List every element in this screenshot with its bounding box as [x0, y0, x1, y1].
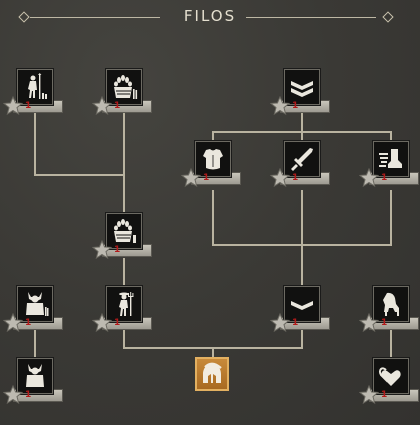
farmer-pitchfork-icon	[119, 292, 134, 316]
star-icon	[92, 313, 112, 333]
icon-frame	[195, 141, 231, 177]
icon-frame	[373, 286, 409, 322]
skill-level: 1	[25, 390, 32, 400]
skill-level: 1	[25, 318, 32, 328]
skill-level: 1	[114, 318, 121, 328]
star-icon	[3, 96, 23, 116]
skill-node-armored-soldier[interactable]: 1	[3, 286, 65, 346]
star-icon	[270, 96, 290, 116]
skill-level: 1	[292, 173, 299, 183]
icon-frame	[284, 69, 320, 105]
skill-node-sword[interactable]: 1	[270, 141, 332, 201]
skill-node-armor[interactable]: 1	[181, 141, 243, 201]
breastplate-icon	[203, 149, 223, 170]
title-divider	[30, 17, 160, 18]
icon-frame	[106, 69, 142, 105]
icon-frame	[17, 358, 53, 394]
sword-icon	[291, 148, 313, 171]
star-icon	[270, 313, 290, 333]
skill-node-swift-boot[interactable]: 1	[359, 141, 420, 201]
skill-node-rank-chevron[interactable]: 1	[270, 286, 332, 346]
skill-level: 1	[292, 318, 299, 328]
double-chevron-icon	[291, 81, 313, 97]
star-icon	[181, 168, 201, 188]
icon-frame	[284, 286, 320, 322]
star-icon	[92, 96, 112, 116]
skill-node-farmer[interactable]: 1	[92, 286, 154, 346]
skill-node-grain-harvest[interactable]: 1	[92, 69, 154, 129]
title-divider	[246, 17, 376, 18]
skill-level: 1	[292, 101, 299, 111]
winged-boot-icon	[379, 149, 402, 168]
horse-icon	[383, 292, 399, 316]
icon-frame	[17, 69, 53, 105]
skill-node-spearman[interactable]: 1	[3, 69, 65, 129]
skill-level: 1	[114, 101, 121, 111]
icon-frame	[373, 358, 409, 394]
skill-level: 1	[381, 173, 388, 183]
connector-line	[34, 110, 124, 176]
skill-level: 1	[203, 173, 210, 183]
skill-node-horse[interactable]: 1	[359, 286, 420, 346]
icon-frame	[373, 141, 409, 177]
hearts-icon	[378, 367, 401, 386]
skill-node-rank-chevrons[interactable]: 1	[270, 69, 332, 129]
skill-level: 1	[381, 390, 388, 400]
star-icon	[359, 313, 379, 333]
skill-level: 1	[381, 318, 388, 328]
star-icon	[270, 168, 290, 188]
skill-node-grain-storage[interactable]: 1	[92, 213, 154, 273]
panel-title: FILOS	[183, 7, 237, 25]
icon-frame	[106, 286, 142, 322]
skill-node-hearts[interactable]: 1	[359, 358, 420, 418]
skill-level: 1	[25, 101, 32, 111]
icon-frame	[284, 141, 320, 177]
star-icon	[92, 240, 112, 260]
skill-node-warrior-helmet[interactable]: 1	[3, 358, 65, 418]
star-icon	[3, 385, 23, 405]
spartan-helmet-icon	[203, 362, 222, 383]
spearman-icon	[28, 73, 47, 99]
horned-warrior-icon	[26, 364, 44, 387]
star-icon	[359, 385, 379, 405]
icon-frame	[17, 286, 53, 322]
horned-warrior-icon	[26, 292, 49, 316]
star-icon	[3, 313, 23, 333]
single-chevron-icon	[291, 301, 313, 310]
icon-frame	[106, 213, 142, 249]
title-bar: FILOS	[0, 0, 420, 36]
wheat-basket-icon	[114, 75, 138, 99]
root-node-spartan-helmet[interactable]	[195, 357, 229, 391]
star-icon	[359, 168, 379, 188]
skill-level: 1	[114, 245, 121, 255]
wheat-basket-icon	[114, 219, 136, 243]
